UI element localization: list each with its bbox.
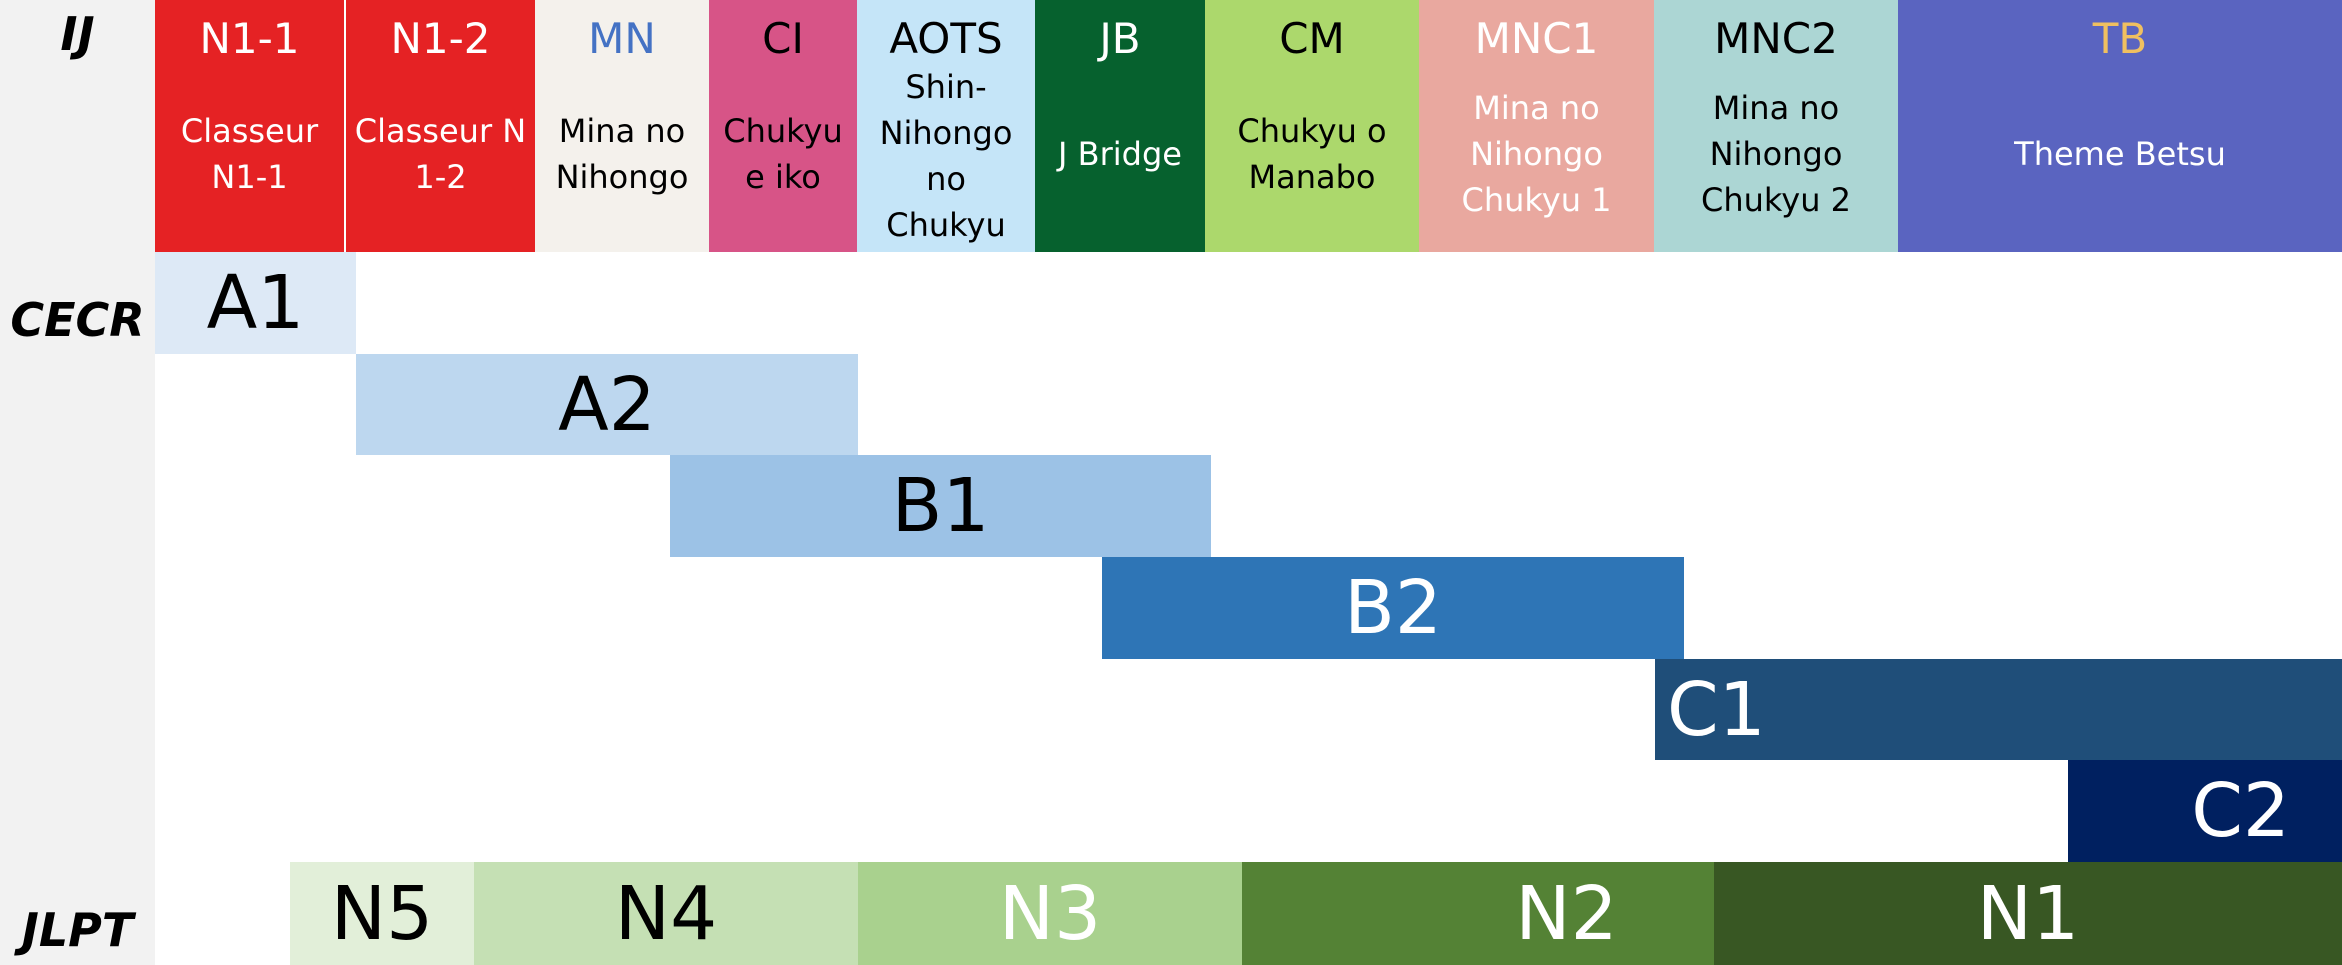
book-code: MNC1 bbox=[1474, 14, 1599, 63]
book-name: Mina no Nihongo Chukyu 2 bbox=[1700, 89, 1852, 219]
cecr-level-c2: C2 bbox=[2068, 760, 2342, 862]
book-name: Classeur N 1-2 bbox=[354, 112, 527, 196]
cecr-level-a1: A1 bbox=[155, 252, 356, 354]
book-cm: CM Chukyu o Manabo bbox=[1205, 0, 1419, 252]
row-label-column bbox=[0, 0, 155, 965]
book-tb: TB Theme Betsu bbox=[1898, 0, 2342, 252]
book-ci: CI Chukyu e iko bbox=[709, 0, 857, 252]
book-code: N1-2 bbox=[390, 14, 491, 63]
jlpt-level-n3: N3 bbox=[858, 862, 1242, 965]
book-name: Classeur N1-1 bbox=[180, 112, 319, 196]
jlpt-level-n3-n2-band bbox=[1242, 862, 1419, 965]
book-name: Shin-Nihongo no Chukyu bbox=[879, 68, 1013, 244]
book-code: CM bbox=[1279, 14, 1345, 63]
book-name: J Bridge bbox=[1058, 135, 1182, 173]
book-code: TB bbox=[2092, 14, 2148, 63]
book-aots: AOTS Shin-Nihongo no Chukyu bbox=[857, 0, 1035, 252]
book-code: MNC2 bbox=[1714, 14, 1838, 63]
cecr-level-c1: C1 bbox=[1655, 659, 2342, 760]
jlpt-level-n5: N5 bbox=[290, 862, 474, 965]
cecr-level-a2: A2 bbox=[356, 354, 858, 455]
jlpt-level-n2: N2 bbox=[1419, 862, 1714, 965]
book-code: MN bbox=[588, 14, 656, 63]
book-code: CI bbox=[762, 14, 804, 63]
jlpt-level-n4: N4 bbox=[474, 862, 858, 965]
cecr-level-b1: B1 bbox=[670, 455, 1211, 557]
cecr-level-b2: B2 bbox=[1102, 557, 1684, 659]
book-code: JB bbox=[1099, 14, 1141, 63]
book-mnc1: MNC1 Mina no Nihongo Chukyu 1 bbox=[1419, 0, 1654, 252]
book-n1-1: N1-1 Classeur N1-1 bbox=[155, 0, 344, 252]
row-label-ij: IJ bbox=[60, 7, 95, 61]
row-label-jlpt: JLPT bbox=[21, 903, 134, 957]
book-name: Mina no Nihongo bbox=[555, 112, 689, 196]
book-mn: MN Mina no Nihongo bbox=[535, 0, 709, 252]
book-mnc2: MNC2 Mina no Nihongo Chukyu 2 bbox=[1654, 0, 1898, 252]
book-code: N1-1 bbox=[199, 14, 300, 63]
book-name: Chukyu e iko bbox=[723, 112, 843, 196]
book-name: Chukyu o Manabo bbox=[1237, 112, 1387, 196]
jlpt-level-n1: N1 bbox=[1714, 862, 2342, 965]
book-jb: JB J Bridge bbox=[1035, 0, 1205, 252]
book-code: AOTS bbox=[889, 14, 1003, 63]
book-name: Theme Betsu bbox=[2014, 135, 2226, 173]
book-name: Mina no Nihongo Chukyu 1 bbox=[1461, 89, 1612, 219]
book-n1-2: N1-2 Classeur N 1-2 bbox=[346, 0, 535, 252]
row-label-cecr: CECR bbox=[10, 293, 145, 347]
